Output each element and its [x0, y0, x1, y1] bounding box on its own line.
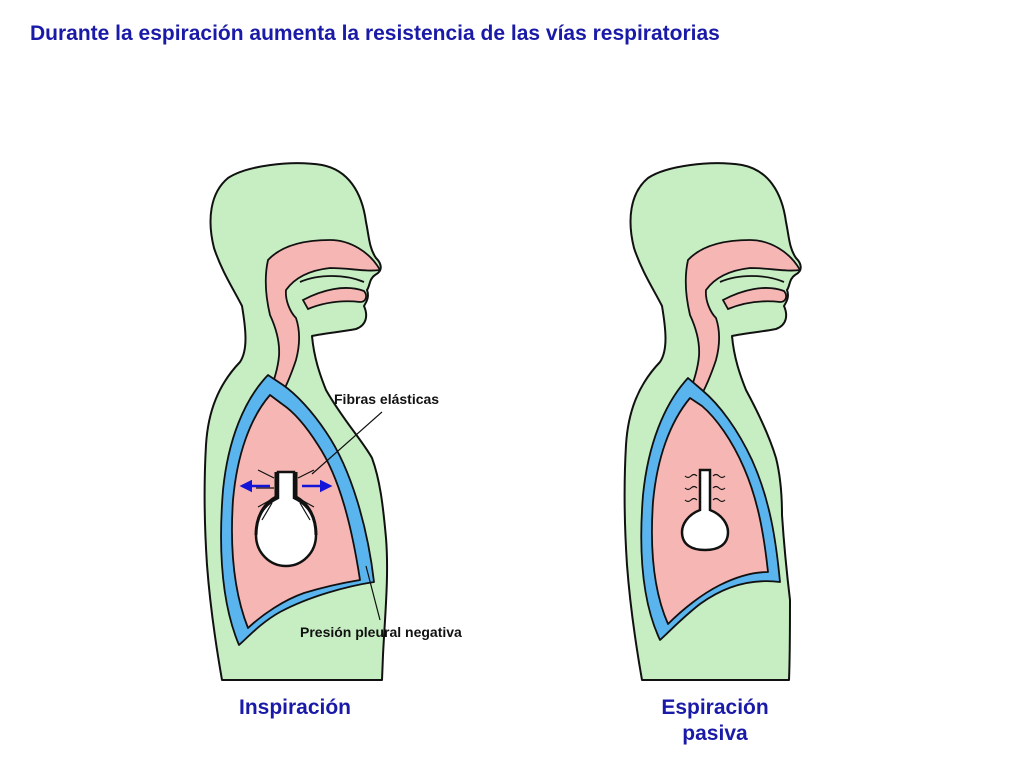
caption-expiration-line1: Espiración [661, 696, 769, 719]
leader-line-elastic-fibers [311, 411, 383, 475]
expiration-figure [623, 162, 802, 681]
elastic-fibers-relaxed [684, 473, 726, 503]
nasal-passage-airway-expiration [684, 239, 801, 393]
caption-expiration-line2: pasiva [682, 722, 748, 745]
caption-inspiration-line1: Inspiración [238, 696, 352, 719]
nasal-passage-airway [264, 239, 381, 393]
page-title: Durante la espiración aumenta la resiste… [30, 22, 720, 45]
alveolus-model-expiration [680, 468, 730, 552]
caption-expiration: Espiración pasiva [630, 695, 800, 747]
inspiration-figure [203, 162, 389, 681]
alveolus-model-inspiration [239, 469, 333, 568]
oral-cavity-expiration [721, 287, 787, 311]
label-elastic-fibers: Fibras elásticas [334, 391, 440, 407]
leader-line-pleural-pressure [365, 565, 381, 621]
caption-inspiration: Inspiración [215, 695, 375, 721]
label-negative-pleural-pressure: Presión pleural negativa [300, 624, 462, 640]
oral-cavity [301, 287, 367, 311]
elastic-fibers-stretched [256, 469, 315, 521]
